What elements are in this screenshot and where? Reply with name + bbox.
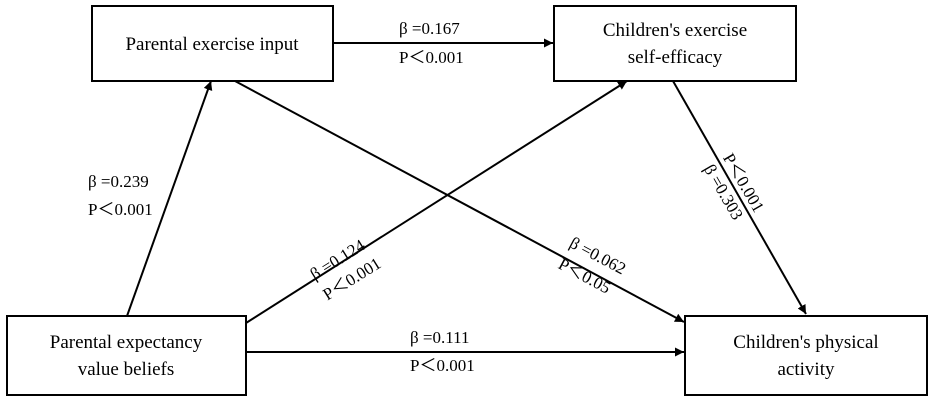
label-expectancy-to-activity: β =0.111 P＜0.001 bbox=[410, 328, 475, 375]
arrow-input-to-activity bbox=[234, 80, 685, 323]
arrow-expectancy-to-input bbox=[126, 80, 213, 317]
node-label: Parental exercise input bbox=[125, 34, 299, 55]
label-expectancy-to-input: β =0.239 P＜0.001 bbox=[88, 172, 153, 219]
p-label: P＜0.001 bbox=[399, 48, 464, 67]
label-input-to-efficacy: β =0.167 P＜0.001 bbox=[399, 19, 464, 67]
label-input-to-activity: β =0.062 P＜0.05 bbox=[555, 233, 629, 297]
node-parental-expectancy-value-beliefs: Parental expectancy value beliefs bbox=[6, 315, 247, 396]
label-expectancy-to-efficacy: β =0.124 P＜0.001 bbox=[307, 235, 385, 304]
node-childrens-physical-activity: Children's physical activity bbox=[684, 315, 928, 396]
node-childrens-exercise-self-efficacy: Children's exercise self-efficacy bbox=[553, 5, 797, 82]
node-label-line-1: Children's exercise bbox=[603, 20, 747, 41]
node-parental-exercise-input: Parental exercise input bbox=[91, 5, 334, 82]
node-label-line-2: activity bbox=[778, 359, 835, 380]
p-label: P＜0.001 bbox=[88, 200, 153, 219]
node-label-line-1: Parental expectancy bbox=[50, 332, 203, 353]
node-label-line-2: self-efficacy bbox=[628, 47, 723, 68]
node-label-line-1: Children's physical bbox=[733, 332, 878, 353]
arrow-efficacy-to-activity bbox=[672, 80, 807, 315]
beta-label: β =0.111 bbox=[410, 328, 469, 347]
node-label-line-2: value beliefs bbox=[78, 359, 175, 380]
p-label: P＜0.001 bbox=[410, 356, 475, 375]
beta-label: β =0.167 bbox=[399, 19, 460, 38]
arrow-expectancy-to-efficacy bbox=[245, 80, 628, 324]
beta-label: β =0.239 bbox=[88, 172, 149, 191]
